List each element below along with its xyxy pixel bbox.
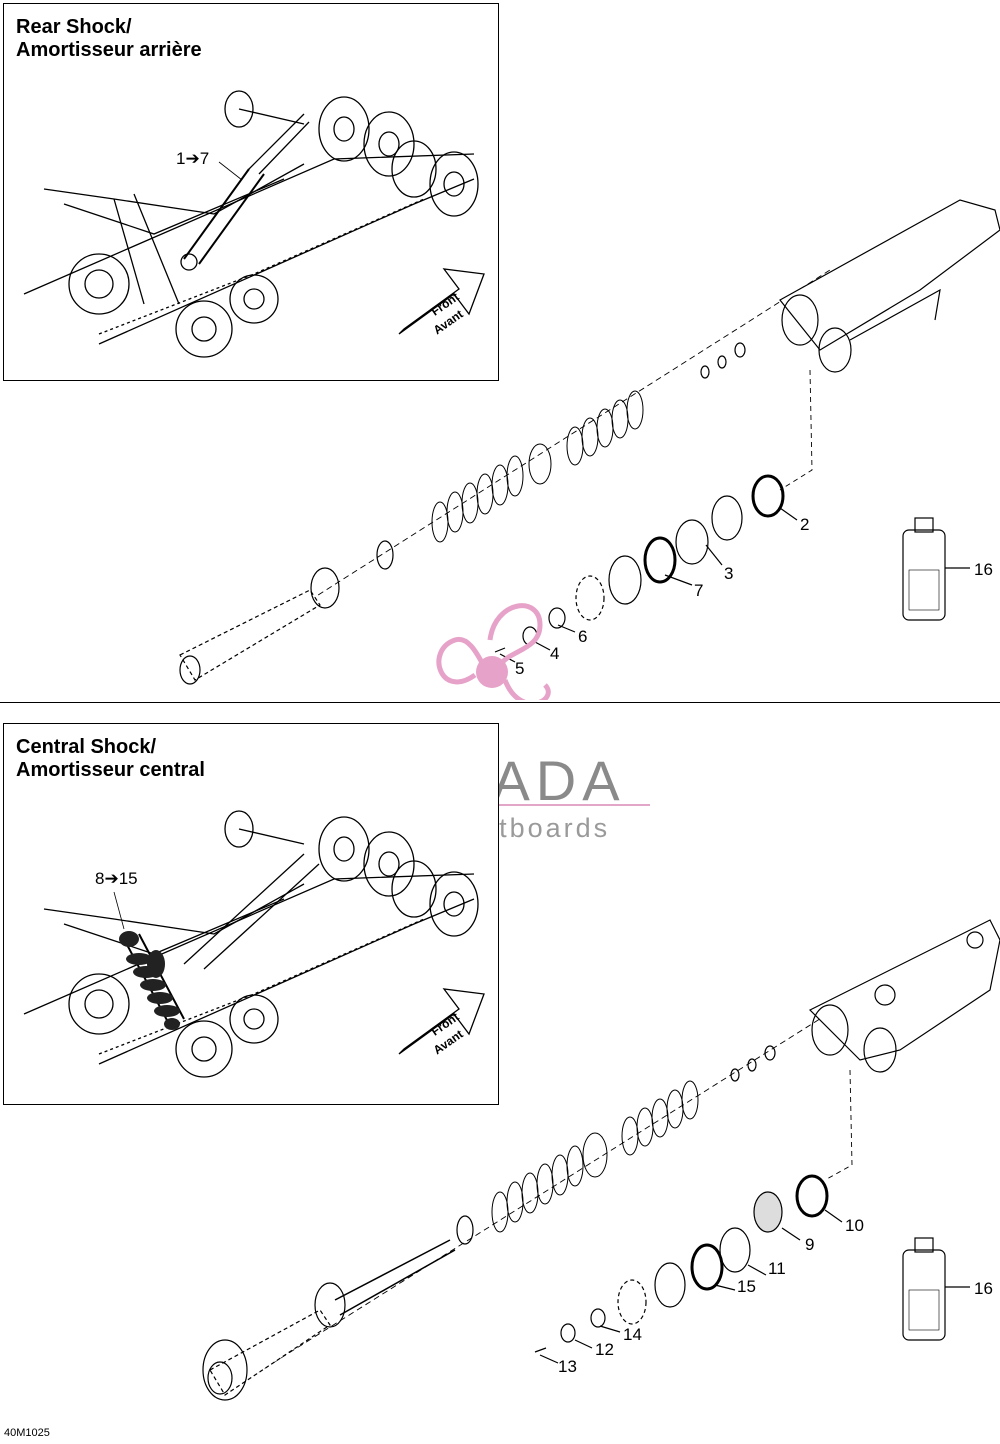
watermark-underline — [352, 804, 650, 806]
rear-shock-inset: Rear Shock/ Amortisseur arrière — [3, 3, 499, 381]
rear-ref-label: 1➔7 — [176, 149, 210, 168]
central-shock-inset: Central Shock/ Amortisseur central — [3, 723, 499, 1105]
callout-3: 3 — [724, 564, 734, 583]
rear-shock-title: Rear Shock/ Amortisseur arrière — [16, 16, 202, 61]
callout-16-central: 16 — [974, 1279, 993, 1298]
central-suspension-illustration — [23, 810, 485, 1078]
diagram-code: 40M1025 — [4, 1427, 50, 1439]
callout-2: 2 — [800, 515, 810, 534]
callout-6: 6 — [578, 627, 588, 646]
callout-12: 12 — [595, 1340, 614, 1359]
central-shock-title: Central Shock/ Amortisseur central — [16, 736, 205, 781]
callout-7: 7 — [694, 581, 704, 600]
callout-11: 11 — [768, 1259, 786, 1278]
section-divider — [0, 702, 1000, 703]
central-ref-label: 8➔15 — [95, 869, 138, 888]
rear-suspension-illustration — [23, 90, 485, 358]
callout-5: 5 — [515, 659, 525, 678]
callout-13: 13 — [558, 1357, 577, 1376]
callout-16-rear: 16 — [974, 560, 993, 579]
callout-9: 9 — [805, 1235, 815, 1254]
callout-14: 14 — [623, 1325, 642, 1344]
rear-exploded-view — [179, 199, 1000, 700]
callout-15: 15 — [737, 1277, 756, 1296]
callout-4: 4 — [550, 644, 560, 663]
callout-10: 10 — [845, 1216, 864, 1235]
